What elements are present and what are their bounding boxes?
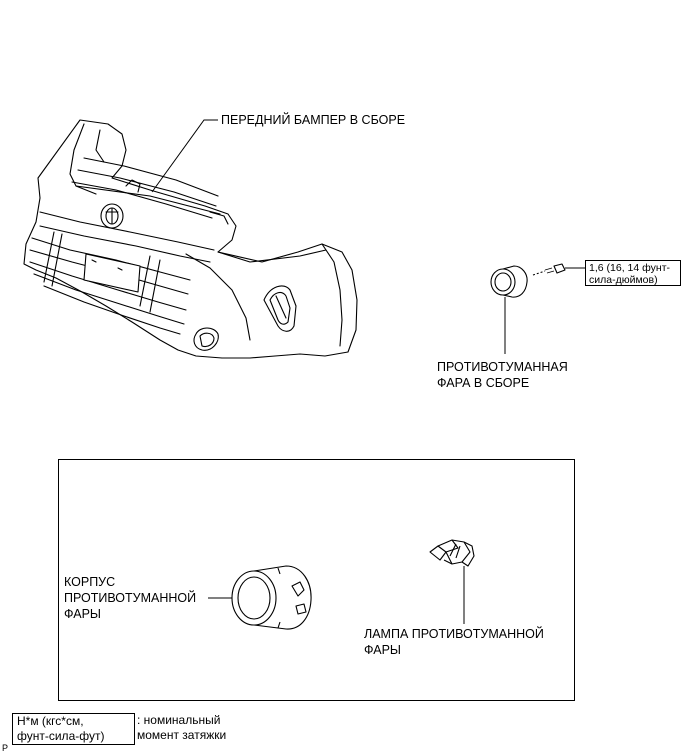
fog-lamp-housing-label-line-2: ПРОТИВОТУМАННОЙ	[64, 591, 197, 605]
torque-value-line-1: 1,6 (16, 14 фунт-	[589, 262, 670, 274]
fog-lamp-assembly-drawing	[490, 263, 585, 298]
front-bumper-label: ПЕРЕДНИЙ БАМПЕР В СБОРЕ	[221, 112, 405, 128]
legend-units-box: Н*м (кгс*см, фунт-сила-фут)	[12, 713, 135, 745]
front-bumper-drawing	[23, 119, 358, 359]
fog-lamp-bulb-label-line-2: ФАРЫ	[364, 643, 401, 657]
fog-lamp-bulb-label-line-1: ЛАМПА ПРОТИВОТУМАННОЙ	[364, 627, 544, 641]
detail-frame	[58, 459, 575, 701]
fog-lamp-assembly-label-line-1: ПРОТИВОТУМАННАЯ	[437, 360, 568, 374]
torque-spec-box: 1,6 (16, 14 фунт- сила-дюймов)	[585, 260, 681, 286]
front-bumper-label-text: ПЕРЕДНИЙ БАМПЕР В СБОРЕ	[221, 113, 406, 127]
legend-units-line-2: фунт-сила-фут)	[17, 729, 105, 743]
legend-units-line-1: Н*м (кгс*см,	[17, 714, 84, 728]
fog-lamp-bulb-label: ЛАМПА ПРОТИВОТУМАННОЙ ФАРЫ	[364, 626, 544, 658]
bumper-leader-line	[151, 119, 218, 193]
fog-lamp-housing-label-line-3: ФАРЫ	[64, 607, 101, 621]
fog-lamp-assembly-label: ПРОТИВОТУМАННАЯ ФАРА В СБОРЕ	[437, 359, 568, 391]
fog-lamp-housing-label: КОРПУС ПРОТИВОТУМАННОЙ ФАРЫ	[64, 574, 196, 622]
legend-description-line-2: момент затяжки	[137, 728, 227, 742]
fog-lamp-assembly-label-line-2: ФАРА В СБОРЕ	[437, 376, 530, 390]
fog-lamp-housing-drawing	[231, 565, 312, 630]
legend-description-line-1: : номинальный	[137, 713, 221, 727]
legend-description: : номинальный момент затяжки	[137, 713, 226, 743]
fog-lamp-bulb-drawing	[429, 539, 475, 567]
corner-mark: P	[2, 743, 9, 753]
torque-value-line-2: сила-дюймов)	[589, 274, 658, 286]
fog-lamp-housing-label-line-1: КОРПУС	[64, 575, 116, 589]
